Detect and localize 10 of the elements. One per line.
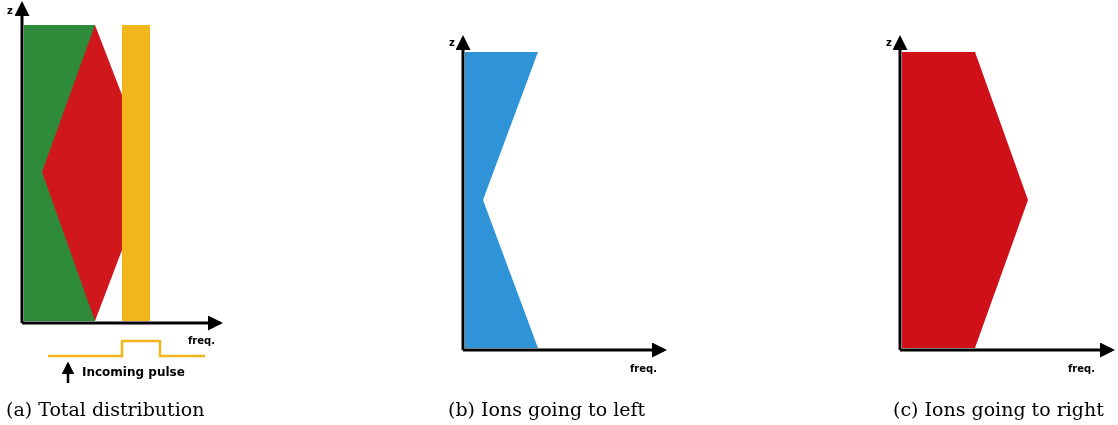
figure-caption: (a) Total distribution xyxy=(6,400,205,419)
figure-caption: (c) Ions going to right xyxy=(893,400,1104,419)
axis-label: z xyxy=(886,38,892,48)
axis-label: freq. xyxy=(630,364,658,374)
axis-label: z xyxy=(7,6,13,16)
axis-label: freq. xyxy=(1068,364,1096,374)
figure-caption: (b) Ions going to left xyxy=(448,400,646,419)
annotation-text: Incoming pulse xyxy=(82,366,185,378)
axis-label: z xyxy=(449,38,455,48)
axis-label: freq. xyxy=(188,336,216,346)
